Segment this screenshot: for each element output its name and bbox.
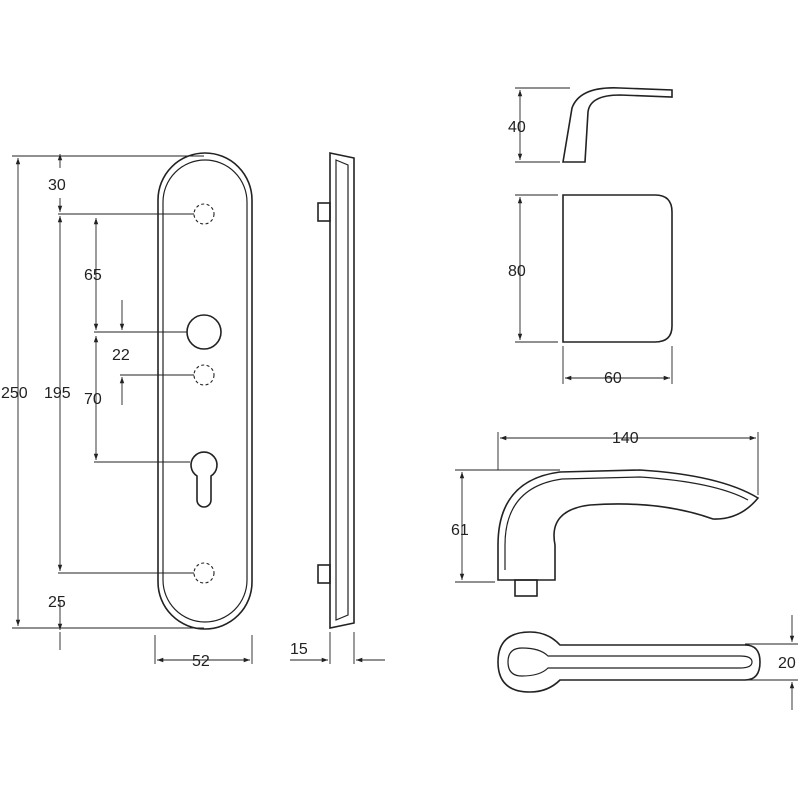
dim-25: 25	[48, 594, 66, 611]
dim-65: 65	[84, 267, 102, 284]
dim-15: 15	[290, 641, 308, 658]
lever-outline	[497, 469, 760, 581]
keyhole	[190, 451, 218, 508]
backplate-front-view	[157, 152, 253, 630]
handle-top-outline	[562, 194, 673, 343]
side-top-boss	[317, 202, 331, 222]
handle-end-view	[515, 87, 673, 163]
side-inner	[335, 159, 349, 621]
dim-140: 140	[612, 430, 639, 447]
side-bottom-boss	[317, 564, 331, 584]
lever-plan-outline	[497, 631, 761, 693]
dim-20: 20	[778, 655, 796, 672]
spindle-hole	[186, 314, 222, 350]
lever-plan-view	[497, 615, 798, 710]
plate-inner-outline	[162, 159, 248, 623]
lever-inner-line	[504, 476, 749, 570]
dim-40: 40	[508, 119, 526, 136]
dim-61: 61	[451, 522, 469, 539]
dim-80: 80	[508, 263, 526, 280]
dim-30: 30	[48, 177, 66, 194]
dimension-labels: 250 195 30 65 22 70 25 52 15 40 80 60 14…	[1, 119, 796, 672]
bottom-screw-hole	[193, 562, 215, 584]
lever-spindle	[514, 579, 538, 597]
dim-250: 250	[1, 385, 28, 402]
small-hole	[193, 364, 215, 386]
dim-52: 52	[192, 653, 210, 670]
dim-70: 70	[84, 391, 102, 408]
top-screw-hole	[193, 203, 215, 225]
handle-end-profile	[562, 87, 673, 163]
side-profile	[329, 152, 355, 629]
lever-plan-inner	[507, 647, 753, 677]
backplate-side-view	[290, 152, 385, 664]
dim-22: 22	[112, 347, 130, 364]
backplate-dimensions	[12, 154, 253, 664]
handle-top-view	[515, 194, 673, 384]
dim-60: 60	[604, 370, 622, 387]
plate-outline	[157, 152, 253, 630]
dim-195: 195	[44, 385, 71, 402]
lever-handle-view	[455, 432, 760, 597]
